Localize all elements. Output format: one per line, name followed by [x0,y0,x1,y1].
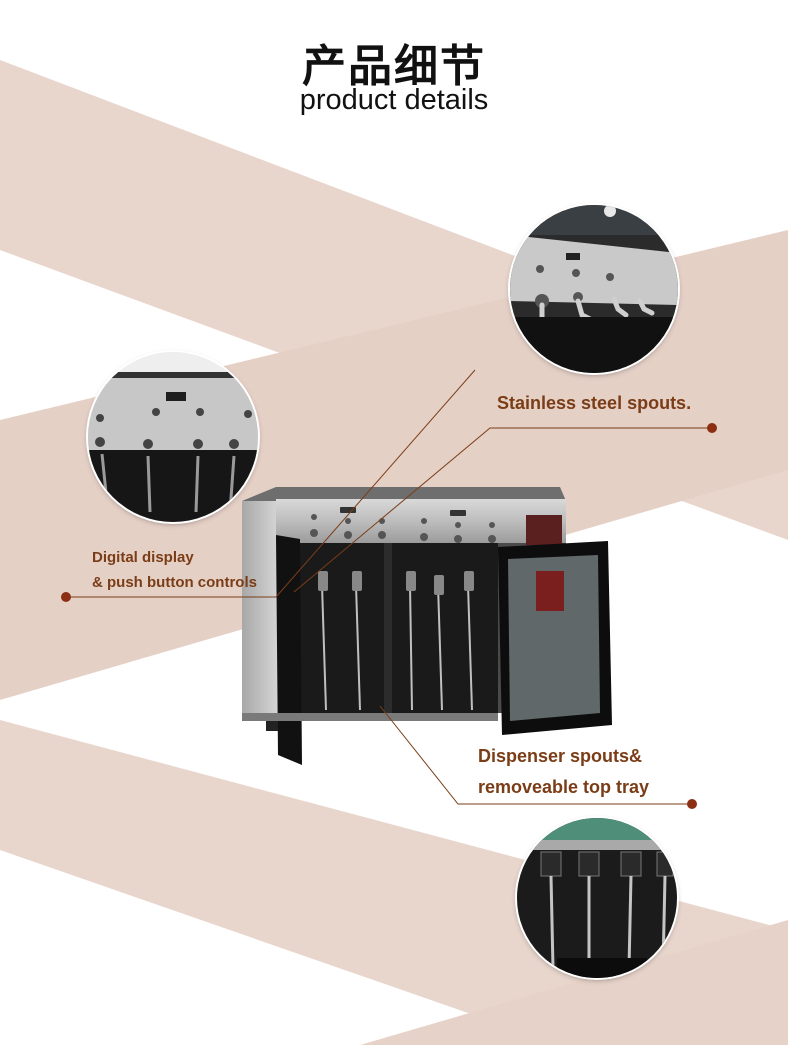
band-bottom-right [360,920,788,1045]
leader-dot-spouts [707,423,717,433]
callout-digital-display: Digital display & push button controls [92,545,257,595]
callout-stainless-spouts: Stainless steel spouts. [497,393,691,414]
page-title-chinese: 产品细节 [302,41,486,92]
page-title-english: product details [299,84,489,116]
leader-tray [379,705,692,805]
callout-digital-display-line1: Digital display [92,549,194,566]
callout-digital-display-line2: & push button controls [92,574,257,591]
leader-dot-controls [61,592,71,602]
callout-dispenser-tray-line2: removeable top tray [478,777,650,797]
detail-circle-tray [517,818,677,978]
callout-dispenser-tray: Dispenser spouts& removeable top tray [478,741,649,803]
callout-dispenser-tray-line1: Dispenser spouts& [478,746,643,766]
leader-controls [66,369,476,598]
wine-dispenser-image [242,487,612,765]
leader-dot-tray [687,799,697,809]
leader-spouts [293,427,712,593]
callout-stainless-spouts-text: Stainless steel spouts. [497,393,692,413]
detail-circle-spouts [510,205,678,373]
